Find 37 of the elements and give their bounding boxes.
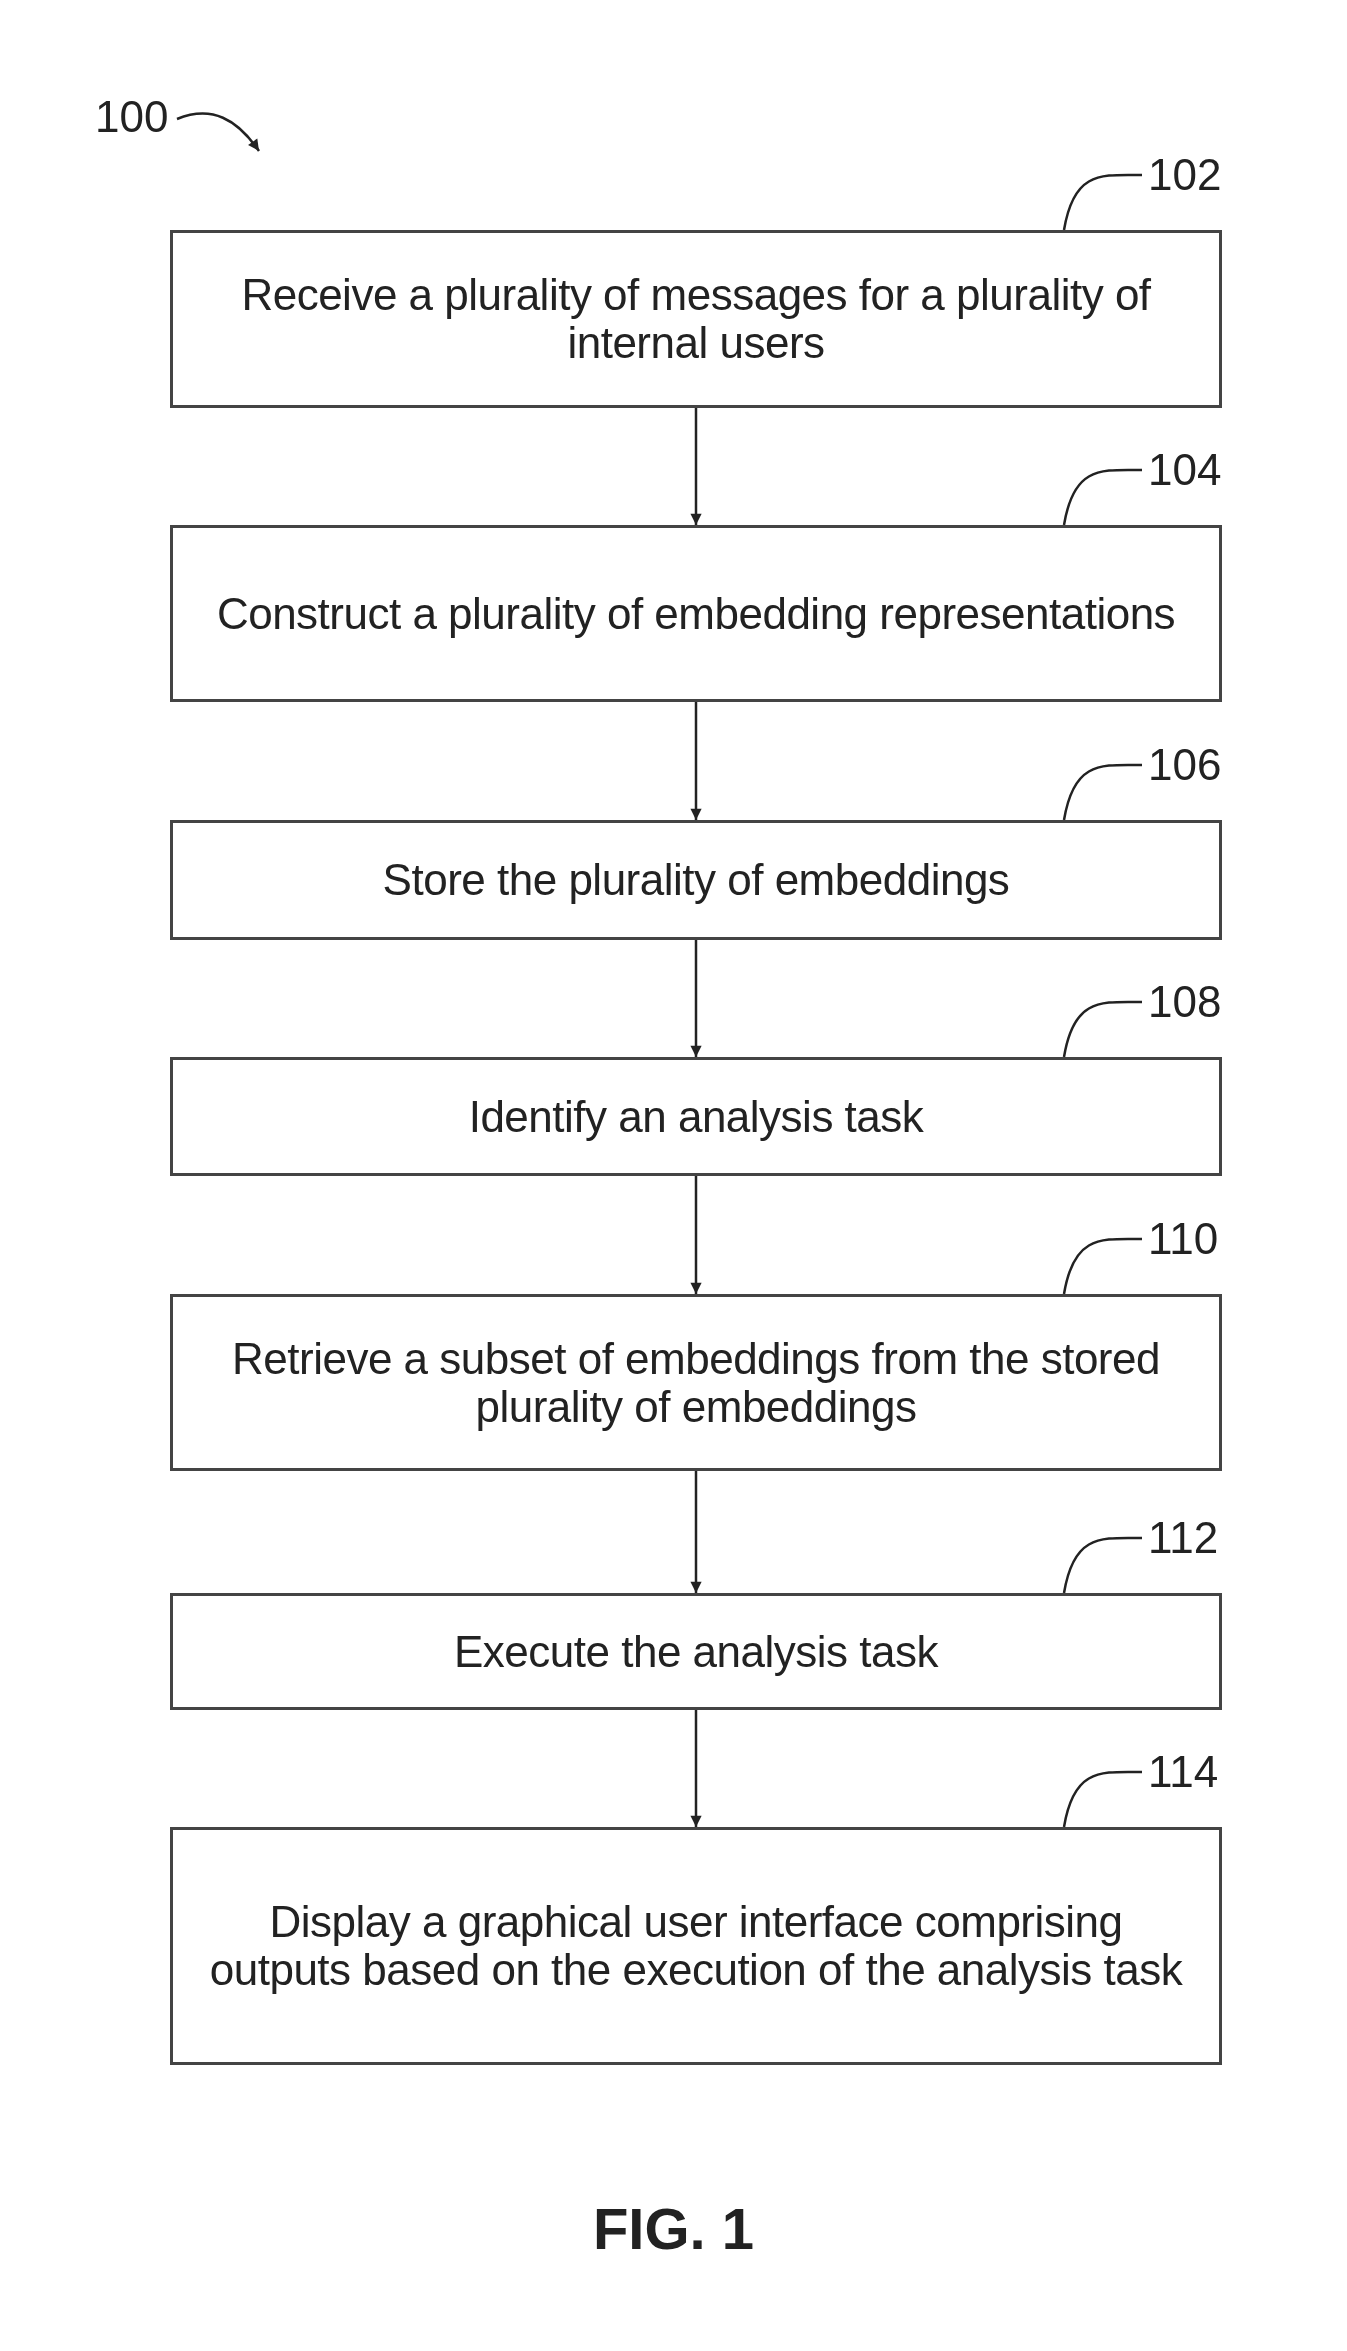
step-text: Display a graphical user interface comprising outputs based on the execution of the analysis task (208, 1898, 1184, 1994)
process-box (170, 820, 1222, 940)
leader-line (1062, 1770, 1142, 1828)
process-box (170, 1057, 1222, 1176)
process-box (170, 1294, 1222, 1471)
process-box (170, 230, 1222, 408)
arrow (690, 1176, 702, 1294)
reference-numeral: 110 (1148, 1217, 1219, 1261)
process-box (170, 1593, 1222, 1710)
leader-line (1062, 1536, 1142, 1594)
arrow (176, 112, 260, 152)
leader-line (1062, 1000, 1142, 1058)
step-text: Receive a plurality of messages for a plurality of internal users (240, 271, 1152, 367)
arrow (690, 940, 702, 1057)
arrow (690, 702, 702, 820)
leader-line (1062, 468, 1142, 526)
reference-numeral: 114 (1148, 1750, 1219, 1794)
reference-numeral: 100 (95, 95, 169, 139)
arrow (690, 408, 702, 525)
process-box (170, 1827, 1222, 2065)
leader-line (1062, 763, 1142, 821)
reference-numeral: 112 (1148, 1516, 1219, 1560)
reference-numeral: 106 (1148, 743, 1222, 787)
step-text: Store the plurality of embeddings (382, 856, 1010, 904)
step-text: Execute the analysis task (454, 1627, 938, 1676)
step-text: Retrieve a subset of embeddings from the stored plurality of embeddings (231, 1335, 1161, 1430)
step-text: Identify an analysis task (468, 1092, 924, 1141)
leader-line (1062, 173, 1142, 231)
arrow (690, 1710, 702, 1827)
process-box (170, 525, 1222, 702)
reference-numeral: 102 (1148, 153, 1222, 197)
step-text: Construct a plurality of embedding representations (216, 589, 1176, 638)
reference-numeral: 108 (1148, 980, 1222, 1024)
leader-line (1062, 1237, 1142, 1295)
arrow (690, 1471, 702, 1593)
reference-numeral: 104 (1148, 448, 1222, 492)
figure-caption: FIG. 1 (591, 2195, 756, 2262)
